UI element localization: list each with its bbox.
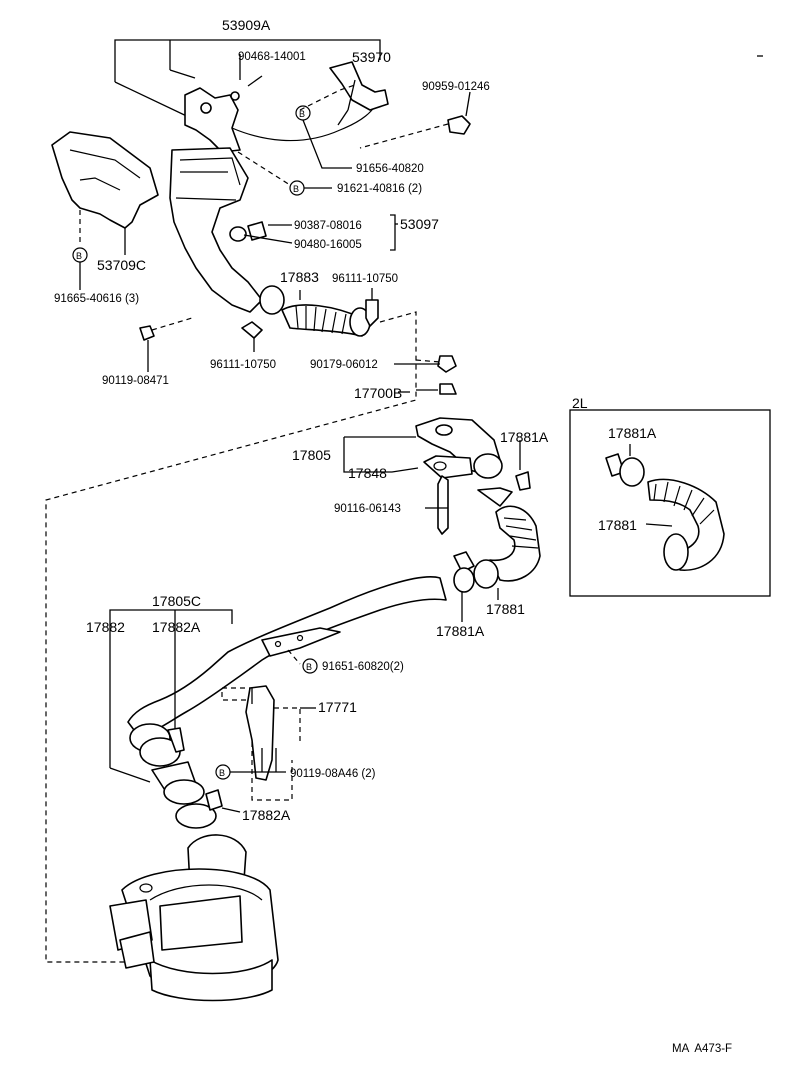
label-53709C: 53709C <box>97 257 146 273</box>
label-96111-10750-top: 96111-10750 <box>332 273 398 285</box>
b-marker: B <box>76 251 82 261</box>
label-90119-08471: 90119-08471 <box>102 375 169 387</box>
label-53097: 53097 <box>400 216 439 232</box>
label-90480-16005: 90480-16005 <box>294 239 362 251</box>
label-90387-08016: 90387-08016 <box>294 220 362 232</box>
hose-17881 <box>453 471 541 622</box>
inset-2L <box>569 409 771 597</box>
label-90116-06143: 90116-06143 <box>334 503 401 515</box>
label-17771: 17771 <box>318 699 357 715</box>
bracket-17771: B B <box>215 658 318 801</box>
label-17700B: 17700B <box>354 385 402 401</box>
label-91665-40616: 91665-40616 (3) <box>54 293 139 305</box>
label-53970: 53970 <box>352 49 391 65</box>
label-17848: 17848 <box>348 465 387 481</box>
label-90119-08A46: 90119-08A46 (2) <box>290 768 376 780</box>
resonator-17805 <box>343 417 503 535</box>
inset-label-17881A: 17881A <box>608 425 657 441</box>
label-17881: 17881 <box>486 601 525 617</box>
hose-17882 <box>109 723 241 829</box>
b-marker: B <box>293 184 299 194</box>
inset-label-17881: 17881 <box>598 517 637 533</box>
label-17805: 17805 <box>292 447 331 463</box>
label-17882A-bottom: 17882A <box>242 807 291 823</box>
b-marker: B <box>219 768 225 778</box>
label-17883: 17883 <box>280 269 319 285</box>
label-17881A-top: 17881A <box>500 429 549 445</box>
leaders <box>251 91 521 704</box>
label-17805C: 17805C <box>152 593 201 609</box>
heat-shield-53709C: B <box>51 131 159 290</box>
label-96111-10750-bottom: 96111-10750 <box>210 359 276 371</box>
intake-elbow: B <box>139 147 398 372</box>
label-90179-06012: 90179-06012 <box>310 359 378 371</box>
b-marker: B <box>299 109 305 119</box>
label-90959-01246: 90959-01246 <box>422 81 490 93</box>
label-91656-40820: 91656-40820 <box>356 163 424 175</box>
label-53909A: 53909A <box>222 17 271 33</box>
label-91621-40816: 91621-40816 (2) <box>337 183 422 195</box>
bracket-assembly-53909A: B <box>114 39 471 169</box>
label-91651-60820: 91651-60820(2) <box>322 661 404 673</box>
diagram-code: MA A473-F <box>672 1043 732 1055</box>
label-17882A-top: 17882A <box>152 619 201 635</box>
air-cleaner <box>109 834 279 1002</box>
label-17881A-bottom: 17881A <box>436 623 485 639</box>
b-marker: B <box>306 662 312 672</box>
label-17882: 17882 <box>86 619 125 635</box>
hose-17883 <box>45 285 457 963</box>
label-90468-14001: 90468-14001 <box>238 51 306 63</box>
inset-title: 2L <box>572 395 588 411</box>
